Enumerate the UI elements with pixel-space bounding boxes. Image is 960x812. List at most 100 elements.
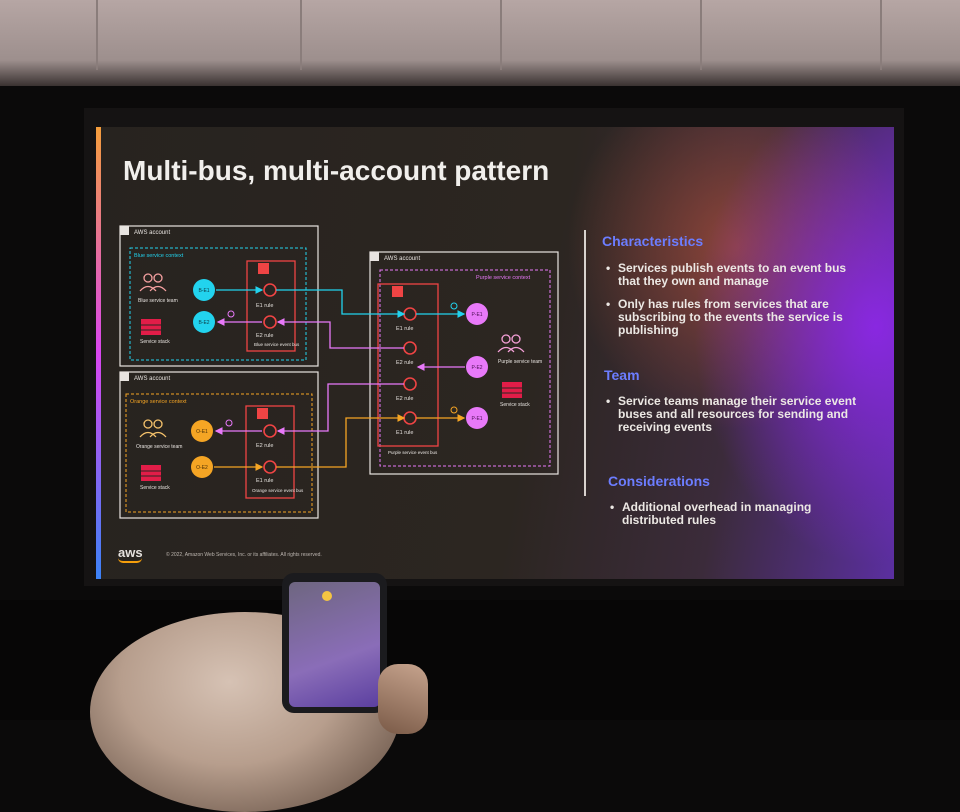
aws-account-icon xyxy=(370,252,379,261)
rule-icon xyxy=(403,377,417,391)
rule-label: E2 rule xyxy=(396,396,413,402)
wall-seam xyxy=(700,0,702,70)
team-label: Blue service team xyxy=(138,298,178,304)
rule-icon xyxy=(263,283,277,297)
event-circle xyxy=(191,420,213,442)
copyright-text: © 2022, Amazon Web Services, Inc. or its… xyxy=(166,552,322,558)
rule-icon xyxy=(403,411,417,425)
arrow xyxy=(276,289,406,318)
presentation-slide: Multi-bus, multi-account pattern AWS acc… xyxy=(96,127,894,579)
stack-label: Service stack xyxy=(140,485,170,491)
stack-icon xyxy=(502,382,522,398)
rule-label: E1 rule xyxy=(396,430,413,436)
account-label: AWS account xyxy=(384,256,420,262)
team-icon xyxy=(497,334,525,353)
rule-label: E1 rule xyxy=(256,303,273,309)
event-label: O-E1 xyxy=(196,429,208,435)
context-border xyxy=(379,269,551,467)
rule-icon xyxy=(403,341,417,355)
team-label: Purple service team xyxy=(498,359,542,365)
architecture-diagram: AWS account Blue service context Blue se… xyxy=(119,225,559,519)
team-label: Orange service team xyxy=(136,444,182,450)
arrow xyxy=(276,318,404,349)
event-bus-label: Purple service event bus xyxy=(388,450,438,455)
event-bus-box xyxy=(246,260,296,352)
event-bus-icon xyxy=(392,286,403,297)
rule-icon xyxy=(263,315,277,329)
wall-seam xyxy=(300,0,302,70)
event-circle xyxy=(191,456,213,478)
venue-wall xyxy=(0,0,960,86)
aws-logo: aws xyxy=(118,545,143,563)
event-circle xyxy=(466,407,488,429)
rule-label: E2 rule xyxy=(256,333,273,339)
event-circle xyxy=(193,279,215,301)
arrow xyxy=(276,414,406,468)
target-icon xyxy=(450,406,458,414)
slide-title: Multi-bus, multi-account pattern xyxy=(123,155,550,186)
account-border xyxy=(119,371,319,519)
event-label: B-E1 xyxy=(198,288,209,294)
event-circle xyxy=(193,311,215,333)
event-bus-box xyxy=(245,405,295,499)
event-label: O-E2 xyxy=(196,465,208,471)
event-circle xyxy=(466,356,488,378)
team-icon xyxy=(139,419,167,438)
event-label: B-E2 xyxy=(198,320,209,326)
smartphone xyxy=(282,573,387,713)
purple-account: AWS account Purple service context E1 ru… xyxy=(369,251,559,475)
event-label: P-E1 xyxy=(471,312,482,318)
stack-icon xyxy=(141,465,161,481)
target-icon xyxy=(227,310,235,318)
hand xyxy=(378,664,428,734)
team-icon xyxy=(139,273,167,292)
context-label: Purple service context xyxy=(476,275,531,281)
slide-accent-edge xyxy=(96,127,101,579)
account-border xyxy=(369,251,559,475)
rule-label: E1 rule xyxy=(396,326,413,332)
orange-account: AWS account Orange service context Orang… xyxy=(119,371,319,519)
context-border xyxy=(125,393,313,513)
event-circle xyxy=(466,303,488,325)
account-label: AWS account xyxy=(134,376,170,382)
camera-flash-icon xyxy=(322,591,332,601)
stack-label: Service stack xyxy=(140,339,170,345)
event-bus-icon xyxy=(257,408,268,419)
stack-label: Service stack xyxy=(500,402,530,408)
event-bus-label: Orange service event bus xyxy=(252,488,304,493)
event-bus-box xyxy=(377,283,439,447)
wall-seam xyxy=(880,0,882,70)
bullet-item: Additional overhead in managing distribu… xyxy=(610,501,862,527)
account-label: AWS account xyxy=(134,230,170,236)
event-bus-icon xyxy=(258,263,269,274)
event-label: P-E2 xyxy=(471,365,482,371)
aws-account-icon xyxy=(120,372,129,381)
section-heading: Characteristics xyxy=(602,233,704,249)
event-label: P-E1 xyxy=(471,416,482,422)
arrow xyxy=(276,383,404,435)
rule-icon xyxy=(403,307,417,321)
stack-icon xyxy=(141,319,161,335)
section-heading: Team xyxy=(604,367,640,383)
rule-icon xyxy=(263,424,277,438)
account-border xyxy=(119,225,319,367)
context-label: Blue service context xyxy=(134,253,184,259)
bullet-item: Only has rules from services that are su… xyxy=(606,298,858,337)
context-label: Orange service context xyxy=(130,399,187,405)
context-border xyxy=(129,247,307,361)
rule-icon xyxy=(263,460,277,474)
phone-screen xyxy=(289,582,380,707)
bullet-item: Services publish events to an event bus … xyxy=(606,262,858,288)
rule-label: E2 rule xyxy=(256,443,273,449)
wall-seam xyxy=(500,0,502,70)
target-icon xyxy=(225,419,233,427)
aws-account-icon xyxy=(120,226,129,235)
blue-account: AWS account Blue service context Blue se… xyxy=(119,225,319,367)
target-icon xyxy=(450,302,458,310)
column-separator xyxy=(584,230,586,496)
bullet-item: Service teams manage their service event… xyxy=(606,395,858,434)
rule-label: E2 rule xyxy=(396,360,413,366)
rule-label: E1 rule xyxy=(256,478,273,484)
wall-seam xyxy=(96,0,98,70)
section-heading: Considerations xyxy=(608,473,710,489)
